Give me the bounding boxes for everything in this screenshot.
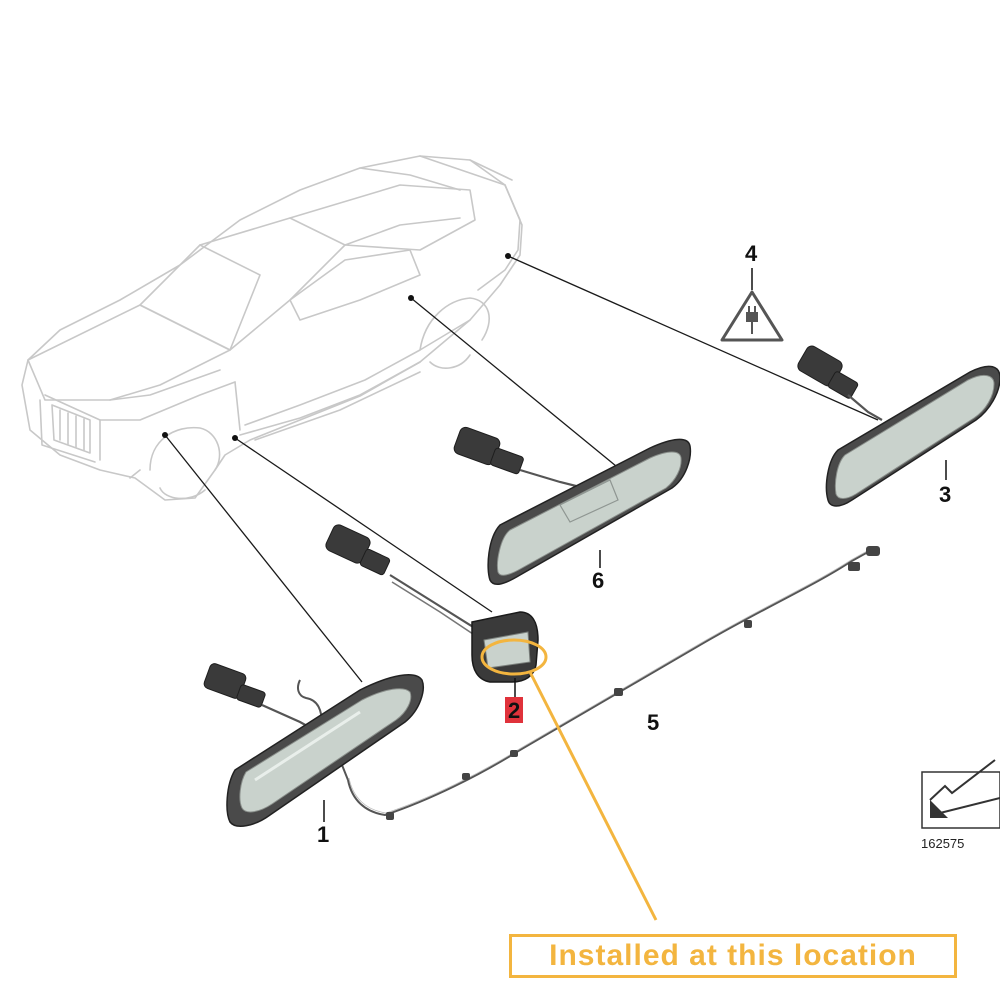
callout-6: 6 <box>592 568 605 593</box>
leader-lines <box>164 255 879 683</box>
callout-1: 1 <box>317 822 330 847</box>
install-pointer-line <box>528 671 658 921</box>
diagram-reference-number: 162575 <box>921 836 965 851</box>
lead-wire-3 <box>847 394 883 421</box>
installed-location-ring <box>480 638 548 676</box>
car-outline <box>21 155 523 501</box>
callout-2-label: 2 <box>505 697 524 723</box>
callout-5: 5 <box>647 710 660 735</box>
side-marker-part-1 <box>203 663 424 827</box>
leader-dots <box>162 253 511 441</box>
connector-plug-1 <box>203 663 266 708</box>
install-location-label: Installed at this location <box>509 934 957 978</box>
marker-lens-1 <box>239 688 412 813</box>
connector-plug-3 <box>797 345 859 399</box>
side-marker-part-3 <box>797 345 1000 507</box>
side-repeater-part-2 <box>325 524 658 921</box>
connector-plug-6 <box>453 426 524 475</box>
installation-direction-icon <box>921 759 1000 829</box>
callout-3: 3 <box>939 482 952 507</box>
electrical-plug-warning-icon <box>720 268 784 342</box>
callout-4: 4 <box>745 241 758 266</box>
marker-lens-3 <box>834 374 995 499</box>
harness-clips <box>386 546 880 820</box>
connector-plug-2 <box>325 524 391 576</box>
callout-2: 2 <box>505 697 524 723</box>
side-marker-part-6 <box>453 426 692 586</box>
